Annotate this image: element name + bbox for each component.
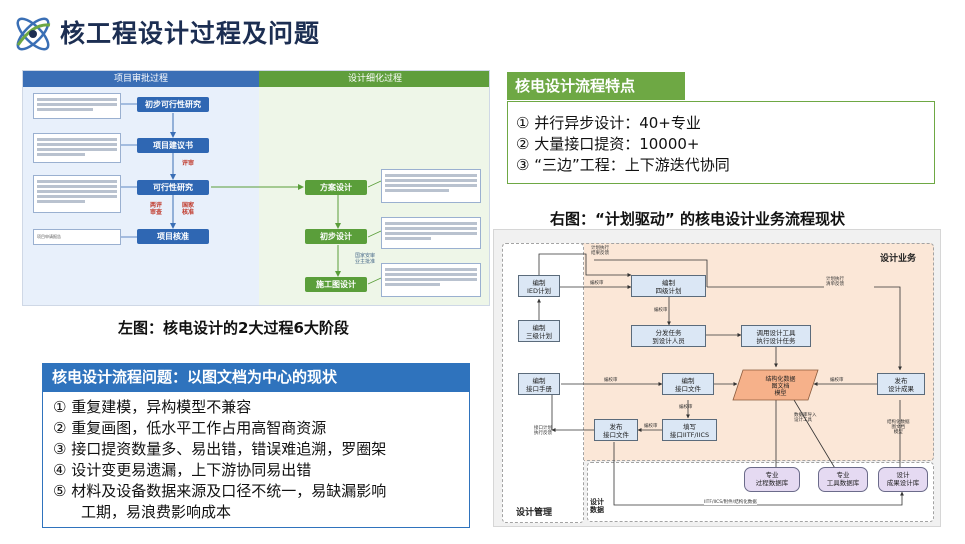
features-heading: 核电设计流程特点 <box>507 72 685 100</box>
edit-review-note: 编校审 <box>604 378 618 383</box>
data-lane-label: 设计 数据 <box>590 498 604 514</box>
problem-item: ① 重复建模，异构模型不兼容 <box>53 398 252 416</box>
bottom-flow-note: IITF/IICS/附件/结构化数据 <box>704 500 757 505</box>
stage-note <box>33 175 121 213</box>
national-approval-label: 国家 核准 <box>181 202 194 216</box>
business-flow-diagram: 设计业务 设计管理 设计 数据 <box>493 229 941 527</box>
stage-note <box>381 263 481 297</box>
feature-item: ① 并行异步设计：40+专业 <box>516 114 701 132</box>
stage-note <box>33 93 121 119</box>
stage-scheme-design: 方案设计 <box>305 180 367 195</box>
features-box: ① 并行异步设计：40+专业 ② 大量接口提资：10000+ ③ “三边”工程：… <box>507 101 935 184</box>
feature-item: ③ “三边”工程：上下游迭代协同 <box>516 156 730 174</box>
feature-item: ② 大量接口提资：10000+ <box>516 135 700 153</box>
edit-review-note: 编校审 <box>654 308 668 313</box>
refinement-header: 设计细化过程 <box>259 71 489 87</box>
tools-db-cylinder: 专业 工具数据库 <box>818 467 868 492</box>
problems-heading: 核电设计流程问题：以图文档为中心的现状 <box>42 363 470 391</box>
db-import-note: 数据库导入 设计工具 <box>794 413 817 423</box>
flow-connectors <box>537 253 904 506</box>
stage-feasibility-study: 可行性研究 <box>137 180 209 195</box>
plan-feedback-note: 计划执行 结果反馈 <box>591 246 609 256</box>
problem-item-continuation: 工期，易浪费影响成本 <box>81 503 232 521</box>
call-tools-box: 调用设计工具 执行设计任务 <box>741 325 811 347</box>
structured-data-shape <box>732 369 819 401</box>
business-lane-label: 设计业务 <box>880 254 917 264</box>
problem-item: ⑤ 材料及设备数据来源及口径不统一，易缺漏影响 <box>53 482 387 500</box>
stage-preliminary-design: 初步设计 <box>305 229 367 244</box>
interface-doc-box: 编制 接口文件 <box>662 373 714 395</box>
publish-interface-box: 发布 接口文件 <box>594 419 638 441</box>
management-lane-label: 设计管理 <box>516 508 553 518</box>
stage-note <box>381 217 481 249</box>
problems-box: ① 重复建模，异构模型不兼容 ② 重复画图，低水平工作占用高智商资源 ③ 接口提… <box>42 391 470 528</box>
results-db-cylinder: 设计 成果设计库 <box>878 467 928 492</box>
edit-review-note: 编校审 <box>644 424 658 429</box>
stage-construction-drawing: 施工图设计 <box>305 277 367 292</box>
structured-data-note: 结构化数据 图文档 模型 <box>887 420 910 435</box>
page-title: 核工程设计过程及问题 <box>60 19 321 48</box>
problem-item: ③ 接口提资数量多、易出错，错误难追溯，罗圈架 <box>53 440 387 458</box>
stage-project-proposal: 项目建议书 <box>137 138 209 153</box>
publish-results-box: 发布 设计成果 <box>877 373 925 395</box>
approval-header: 项目审批过程 <box>23 71 259 87</box>
level4-plan-box: 编制 四级计划 <box>631 275 706 297</box>
structured-model-label: 结构化数据 图文档 模型 <box>765 376 796 397</box>
process-db-cylinder: 专业 过程数据库 <box>744 467 800 492</box>
fill-iitf-box: 填写 接口IITF/IICS <box>662 419 717 441</box>
interface-manual-box: 编制 接口手册 <box>518 373 560 395</box>
application-report-label: 项目申请报告 <box>37 234 61 239</box>
edit-review-note: 编校审 <box>590 281 604 286</box>
design-stages-diagram: 项目审批过程 设计细化过程 项目申请报告 初步可行性研究 项目建议书 可行性研究… <box>22 70 490 306</box>
problem-item: ④ 设计变更易遗漏，上下游协同易出错 <box>53 461 312 479</box>
ied-plan-box: 编制 IED计划 <box>518 275 560 297</box>
stage-connectors <box>121 103 382 285</box>
left-diagram-caption: 左图：核电设计的2大过程6大阶段 <box>118 319 349 337</box>
application-report-note: 项目申请报告 <box>33 229 121 245</box>
dual-review-label: 两评 审查 <box>149 202 162 216</box>
edit-review-note: 编校审 <box>679 405 693 410</box>
edit-review-note: 编校审 <box>830 378 844 383</box>
atom-logo-icon <box>16 17 51 51</box>
review-label: 评审 <box>181 160 194 167</box>
problem-item: ② 重复画图，低水平工作占用高智商资源 <box>53 419 327 437</box>
stage-project-approval: 项目核准 <box>137 229 209 244</box>
right-diagram-caption: 右图：“计划驱动” 的核电设计业务流程现状 <box>550 210 845 228</box>
stage-preliminary-feasibility: 初步可行性研究 <box>137 97 209 112</box>
interface-plan-feedback-note: 接口计划 执行反馈 <box>534 426 552 436</box>
stage-note <box>381 169 481 203</box>
stage-note <box>33 133 121 163</box>
plan-list-feedback-note: 计划执行 清单反馈 <box>826 277 844 287</box>
assign-tasks-box: 分发任务 到设计人员 <box>631 325 706 347</box>
level3-plan-box: 编制 三级计划 <box>518 320 560 342</box>
safety-approval-label: 国家安审 业主批准 <box>354 253 375 265</box>
